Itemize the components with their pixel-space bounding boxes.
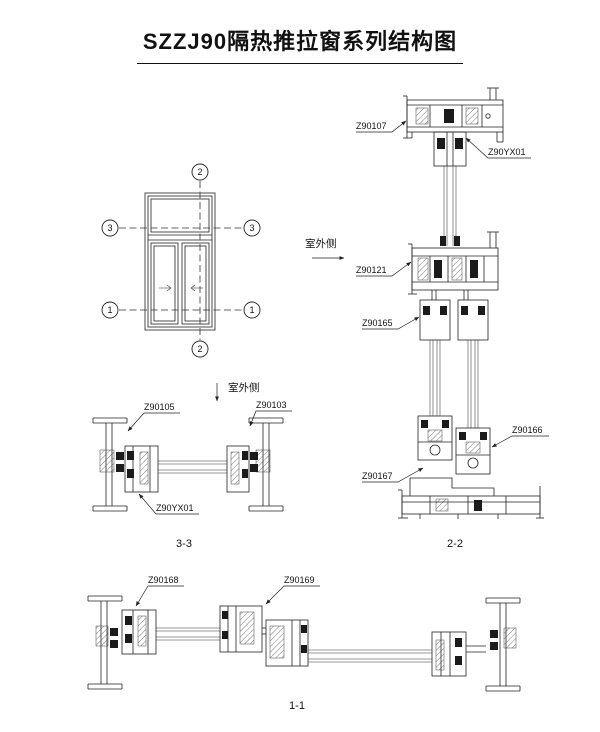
section-3-3: 室外侧 xyxy=(92,381,292,550)
marker-right-lower: 1 xyxy=(249,305,254,315)
label-z90105: Z90105 xyxy=(144,402,175,412)
s22-fixed-glass xyxy=(440,166,460,246)
label-z90121: Z90121 xyxy=(356,265,387,275)
s33-left-jamb xyxy=(92,417,128,512)
label-z90yx01-33: Z90YX01 xyxy=(156,503,194,513)
s11-sash-b-stile xyxy=(431,631,486,677)
s33-right-adapter xyxy=(226,445,250,493)
label-z90169: Z90169 xyxy=(284,575,315,585)
window-elevation: 2 2 3 3 1 1 xyxy=(101,163,261,358)
s22-top-connector xyxy=(433,131,467,167)
s22-labels: Z90107 Z90YX01 Z90121 Z90165 Z90166 Z901… xyxy=(356,120,549,483)
outdoor-side-label-33: 室外侧 xyxy=(228,381,260,394)
label-z90yx01-22: Z90YX01 xyxy=(488,147,526,157)
s22-transom xyxy=(408,231,499,300)
section-caption-1-1: 1-1 xyxy=(289,700,305,712)
section-caption-2-2: 2-2 xyxy=(447,538,463,550)
section-markers: 2 2 3 3 1 1 xyxy=(101,163,261,358)
s11-left-jamb xyxy=(87,595,123,690)
marker-left-lower: 1 xyxy=(107,305,112,315)
s11-sash-a-stile xyxy=(121,609,157,655)
marker-left-upper: 3 xyxy=(107,223,112,233)
marker-bottom: 2 xyxy=(197,344,202,354)
label-z90103: Z90103 xyxy=(256,400,287,410)
s22-sill xyxy=(398,477,544,519)
marker-top: 2 xyxy=(197,167,202,177)
sheet-title: SZZJ90隔热推拉窗系列结构图 xyxy=(136,24,464,64)
section-2-2: 室外侧 xyxy=(305,87,549,550)
section-cut-lines xyxy=(119,181,243,340)
label-z90166: Z90166 xyxy=(512,425,543,435)
section-1-1: Z90168 Z90169 1-1 xyxy=(87,575,521,712)
title-block: SZZJ90隔热推拉窗系列结构图 xyxy=(0,24,600,64)
sash-slide-arrow-icon xyxy=(159,284,203,292)
label-z90107: Z90107 xyxy=(356,121,387,131)
s33-left-adapter xyxy=(124,445,159,493)
s22-sash-inner xyxy=(455,299,491,475)
s33-right-jamb xyxy=(248,417,284,512)
marker-right-upper: 3 xyxy=(249,223,254,233)
label-z90165: Z90165 xyxy=(362,318,393,328)
s11-right-jamb xyxy=(485,597,521,692)
s33-labels: Z90105 Z90103 Z90YX01 xyxy=(127,400,292,515)
s11-meeting-stiles xyxy=(219,605,309,667)
s11-glass-a xyxy=(156,627,220,641)
section-caption-3-3: 3-3 xyxy=(176,538,192,550)
s33-glass xyxy=(158,460,227,474)
label-z90168: Z90168 xyxy=(148,575,179,585)
s22-sash-outer xyxy=(417,299,453,461)
s11-glass-b xyxy=(308,649,432,663)
outdoor-side-label-22: 室外侧 xyxy=(305,237,337,250)
s22-head-frame xyxy=(403,87,504,143)
label-z90167: Z90167 xyxy=(362,471,393,481)
s11-labels: Z90168 Z90169 xyxy=(135,575,320,607)
